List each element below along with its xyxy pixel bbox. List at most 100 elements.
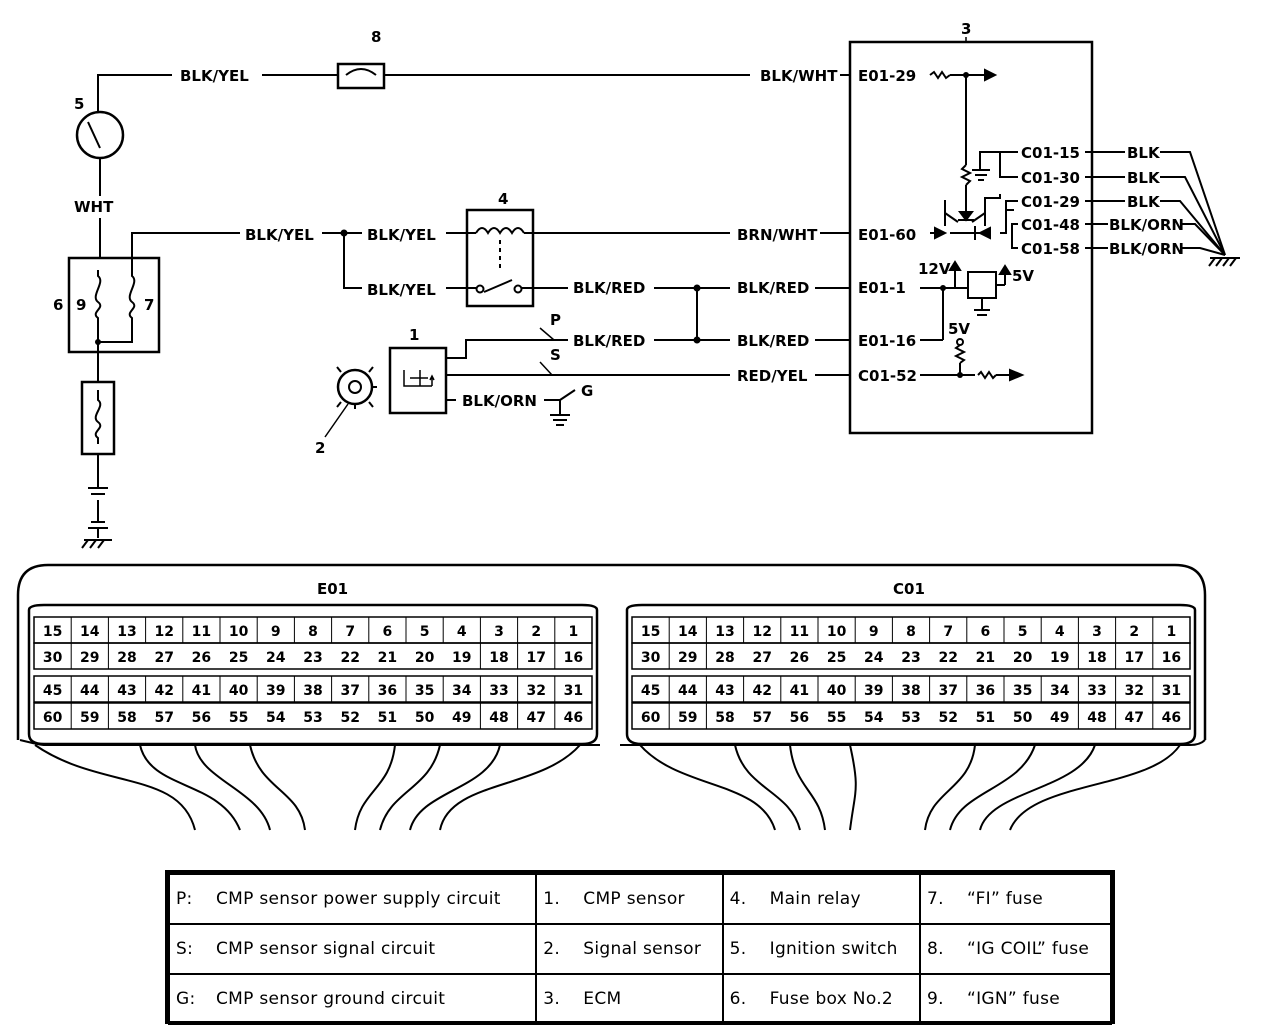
- e01-pin-2: 2: [531, 624, 541, 640]
- e01-pin-38: 38: [303, 683, 322, 699]
- e01-pin-60: 60: [43, 710, 63, 726]
- c01-pin-29: 29: [678, 650, 697, 666]
- legend-key: 5.: [729, 939, 747, 959]
- legend-cell: 7.“FI” fuse: [918, 873, 1113, 925]
- wire-label: BLK/ORN: [1109, 216, 1184, 234]
- wire-label: BLK/RED: [573, 332, 645, 350]
- e01-pin-53: 53: [303, 710, 322, 726]
- legend-key: G:: [176, 989, 196, 1009]
- wire-label: BLK/RED: [737, 332, 809, 350]
- callout-9: 9: [76, 296, 86, 314]
- e01-pin-36: 36: [378, 683, 397, 699]
- legend-text: CMP sensor signal circuit: [216, 939, 436, 959]
- e01-pin-19: 19: [452, 650, 471, 666]
- c01-pin-4: 4: [1055, 624, 1065, 640]
- e01-pin-8: 8: [308, 624, 318, 640]
- c01-pin-9: 9: [869, 624, 879, 640]
- c01-pin-16: 16: [1162, 650, 1181, 666]
- e01-pin-28: 28: [117, 650, 136, 666]
- callout-6: 6: [53, 296, 63, 314]
- c01-pin-2: 2: [1129, 624, 1139, 640]
- e01-pin-56: 56: [192, 710, 211, 726]
- wire-label: BLK/YEL: [367, 226, 436, 244]
- c01-pin-3: 3: [1092, 624, 1102, 640]
- e01-pin-3: 3: [494, 624, 504, 640]
- pin-label: C01-15: [1021, 144, 1080, 162]
- callout-7: 7: [144, 296, 154, 314]
- e01-row: [33, 675, 593, 703]
- e01-pin-42: 42: [154, 683, 173, 699]
- e01-pin-10: 10: [229, 624, 249, 640]
- c01-pin-35: 35: [1013, 683, 1032, 699]
- callout-s: S: [550, 346, 561, 364]
- c01-pin-37: 37: [938, 683, 957, 699]
- c01-pin-26: 26: [790, 650, 809, 666]
- e01-pin-24: 24: [266, 650, 286, 666]
- c01-pin-55: 55: [827, 710, 846, 726]
- e01-pin-13: 13: [117, 624, 136, 640]
- legend-key: 7.: [926, 889, 944, 909]
- c01-row: [631, 675, 1191, 703]
- c01-pin-52: 52: [938, 710, 957, 726]
- c01-pin-12: 12: [752, 624, 771, 640]
- c01-pin-21: 21: [976, 650, 995, 666]
- c01-pin-34: 34: [1050, 683, 1070, 699]
- c01-pin-38: 38: [901, 683, 920, 699]
- voltage-label: 5V: [1012, 267, 1034, 285]
- c01-pin-27: 27: [752, 650, 771, 666]
- legend-cell: 4.Main relay: [721, 873, 921, 925]
- ig-coil-fuse: [336, 62, 386, 90]
- e01-pin-46: 46: [564, 710, 583, 726]
- e01-pin-51: 51: [378, 710, 397, 726]
- e01-pin-33: 33: [489, 683, 508, 699]
- wire-label: BLK/RED: [573, 279, 645, 297]
- c01-pin-18: 18: [1087, 650, 1106, 666]
- e01-pin-44: 44: [80, 683, 100, 699]
- e01-pin-40: 40: [229, 683, 249, 699]
- legend-key: 3.: [543, 989, 561, 1009]
- c01-pin-57: 57: [752, 710, 771, 726]
- legend-cell: 1.CMP sensor: [535, 873, 724, 925]
- c01-pin-13: 13: [715, 624, 734, 640]
- c01-pin-22: 22: [938, 650, 957, 666]
- c01-pin-51: 51: [976, 710, 995, 726]
- legend-key: 6.: [729, 989, 747, 1009]
- legend-row: S: CMP sensor signal circuit 2.Signal sens…: [167, 923, 1113, 975]
- c01-pin-24: 24: [864, 650, 884, 666]
- c01-frame: [625, 603, 1197, 746]
- pin-label: E01-60: [858, 226, 916, 244]
- callout-4: 4: [498, 190, 508, 208]
- wire-label: BLK: [1127, 144, 1161, 162]
- c01-pin-58: 58: [715, 710, 734, 726]
- e01-pin-29: 29: [80, 650, 99, 666]
- legend-cell: 2.Signal sensor: [535, 923, 724, 975]
- c01-pin-47: 47: [1124, 710, 1143, 726]
- fuse-box-no2: [67, 256, 161, 354]
- legend-text: ECM: [583, 989, 622, 1009]
- c01-pin-20: 20: [1013, 650, 1033, 666]
- c01-pin-41: 41: [790, 683, 809, 699]
- legend-key: S:: [176, 939, 194, 959]
- c01-pin-42: 42: [752, 683, 771, 699]
- c01-pin-45: 45: [641, 683, 660, 699]
- legend-key: 9.: [926, 989, 944, 1009]
- legend-cell: 5. Ignition switch: [721, 923, 921, 975]
- c01-pin-53: 53: [901, 710, 920, 726]
- callout-8: 8: [371, 28, 381, 46]
- e01-pin-58: 58: [117, 710, 136, 726]
- e01-pin-57: 57: [154, 710, 173, 726]
- c01-pin-36: 36: [976, 683, 995, 699]
- legend-text: Fuse box No.2: [769, 989, 894, 1009]
- pin-label: C01-30: [1021, 169, 1080, 187]
- wire-label: BLK: [1127, 169, 1161, 187]
- e01-pin-6: 6: [383, 624, 393, 640]
- connector-housing: [16, 563, 1207, 730]
- legend-cell: 8.“IG COIL” fuse: [918, 923, 1113, 975]
- legend-key: 4.: [729, 889, 747, 909]
- legend-cell: G:CMP sensor ground circuit: [167, 973, 538, 1025]
- c01-pin-49: 49: [1050, 710, 1069, 726]
- wire-label: BLK/ORN: [462, 392, 537, 410]
- legend-text: Ignition switch: [769, 939, 898, 959]
